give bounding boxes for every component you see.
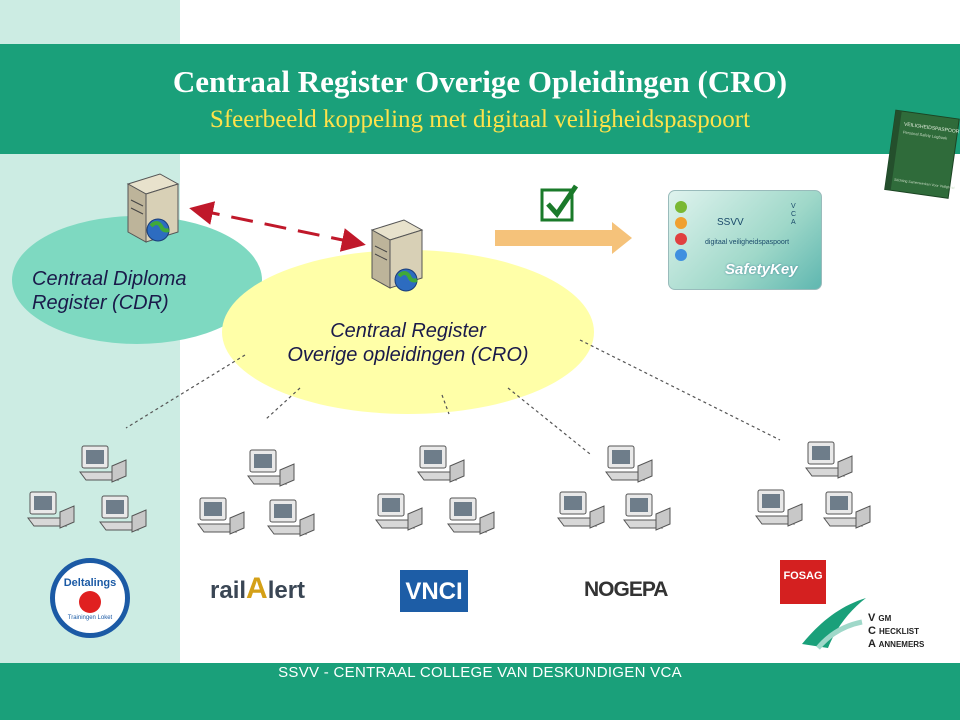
- fosag-logo: FOSAG: [780, 560, 826, 604]
- safetykey-card: SSVV V C A digitaal veiligheidspaspoort …: [668, 190, 822, 290]
- footer-text: SSVV - CENTRAAL COLLEGE VAN DESKUNDIGEN …: [278, 664, 682, 681]
- deltalings-text: Deltalings: [63, 577, 117, 589]
- vgm-line-a: A ANNEMERS: [868, 638, 925, 650]
- fosag-text: FOSAG: [783, 570, 823, 582]
- railalert-rail: rail: [210, 577, 247, 604]
- vgm-line-v: V GM: [868, 612, 892, 624]
- card-vca-v: V: [791, 203, 796, 210]
- vnci-logo: VNCI: [400, 570, 468, 612]
- card-vca-a: A: [791, 219, 796, 226]
- deltalings-logo: Deltalings Trainingen Loket: [50, 558, 130, 638]
- cro-label: Centraal Register Overige opleidingen (C…: [222, 319, 594, 367]
- book-subtitle: Personal Safety Logbook: [903, 129, 948, 140]
- dotted-link-1: [125, 354, 246, 429]
- card-vca-c: C: [791, 211, 797, 218]
- cluster-2: [197, 449, 315, 537]
- safety-passport-book-icon: VEILIGHEIDSPASPOORT Personal Safety Logb…: [884, 109, 960, 199]
- cdr-cro-dashed-link: [189, 201, 366, 252]
- card-brand: SafetyKey: [725, 261, 798, 278]
- dotted-link-3: [441, 394, 450, 415]
- vgm-checklist-text: V GM C HECKLIST A ANNEMERS: [868, 612, 924, 651]
- deltalings-circle-icon: [79, 591, 101, 613]
- card-icon-4: [675, 249, 687, 261]
- card-ssvv: SSVV: [717, 217, 744, 228]
- cluster-3: [375, 445, 495, 535]
- cdr-label-line2: Register (CDR): [32, 292, 169, 314]
- dotted-link-5: [579, 339, 781, 441]
- card-icon-2: [675, 217, 687, 229]
- page-subtitle: Sfeerbeeld koppeling met digitaal veilig…: [209, 106, 751, 133]
- cdr-label: Centraal Diploma Register (CDR): [32, 267, 187, 315]
- card-icon-1: [675, 201, 687, 213]
- cdr-server-icon: [126, 173, 180, 243]
- cluster-5: [755, 441, 871, 529]
- vgm-swoosh-logo-icon: [802, 598, 866, 650]
- railalert-lert: lert: [267, 577, 306, 604]
- nogepa-logo: NOGEPA: [584, 578, 668, 601]
- vnci-text: VNCI: [405, 578, 463, 605]
- cro-label-line2: Overige opleidingen (CRO): [287, 344, 529, 366]
- cluster-4: [557, 445, 671, 531]
- cro-server-icon: [370, 219, 424, 292]
- deltalings-sub-text: Trainingen Loket: [67, 615, 113, 621]
- header-band: [0, 44, 960, 154]
- cdr-label-line1: Centraal Diploma: [32, 268, 187, 290]
- checkmark-icon: [540, 184, 579, 222]
- railalert-logo: railAlert: [210, 572, 305, 606]
- orange-arrow: [495, 222, 632, 254]
- cluster-1: [27, 445, 147, 533]
- page-title: Centraal Register Overige Opleidingen (C…: [172, 64, 788, 99]
- card-icon-3: [675, 233, 687, 245]
- vgm-line-c: C HECKLIST: [868, 625, 920, 637]
- cro-label-line1: Centraal Register: [330, 320, 486, 342]
- railalert-a: A: [246, 572, 268, 605]
- card-vca-logo: V C A: [791, 203, 796, 227]
- footer-band: [0, 663, 960, 720]
- card-digital-text: digitaal veiligheidspaspoort: [705, 239, 790, 246]
- workstation-clusters: [27, 441, 871, 537]
- dotted-link-2: [264, 387, 301, 421]
